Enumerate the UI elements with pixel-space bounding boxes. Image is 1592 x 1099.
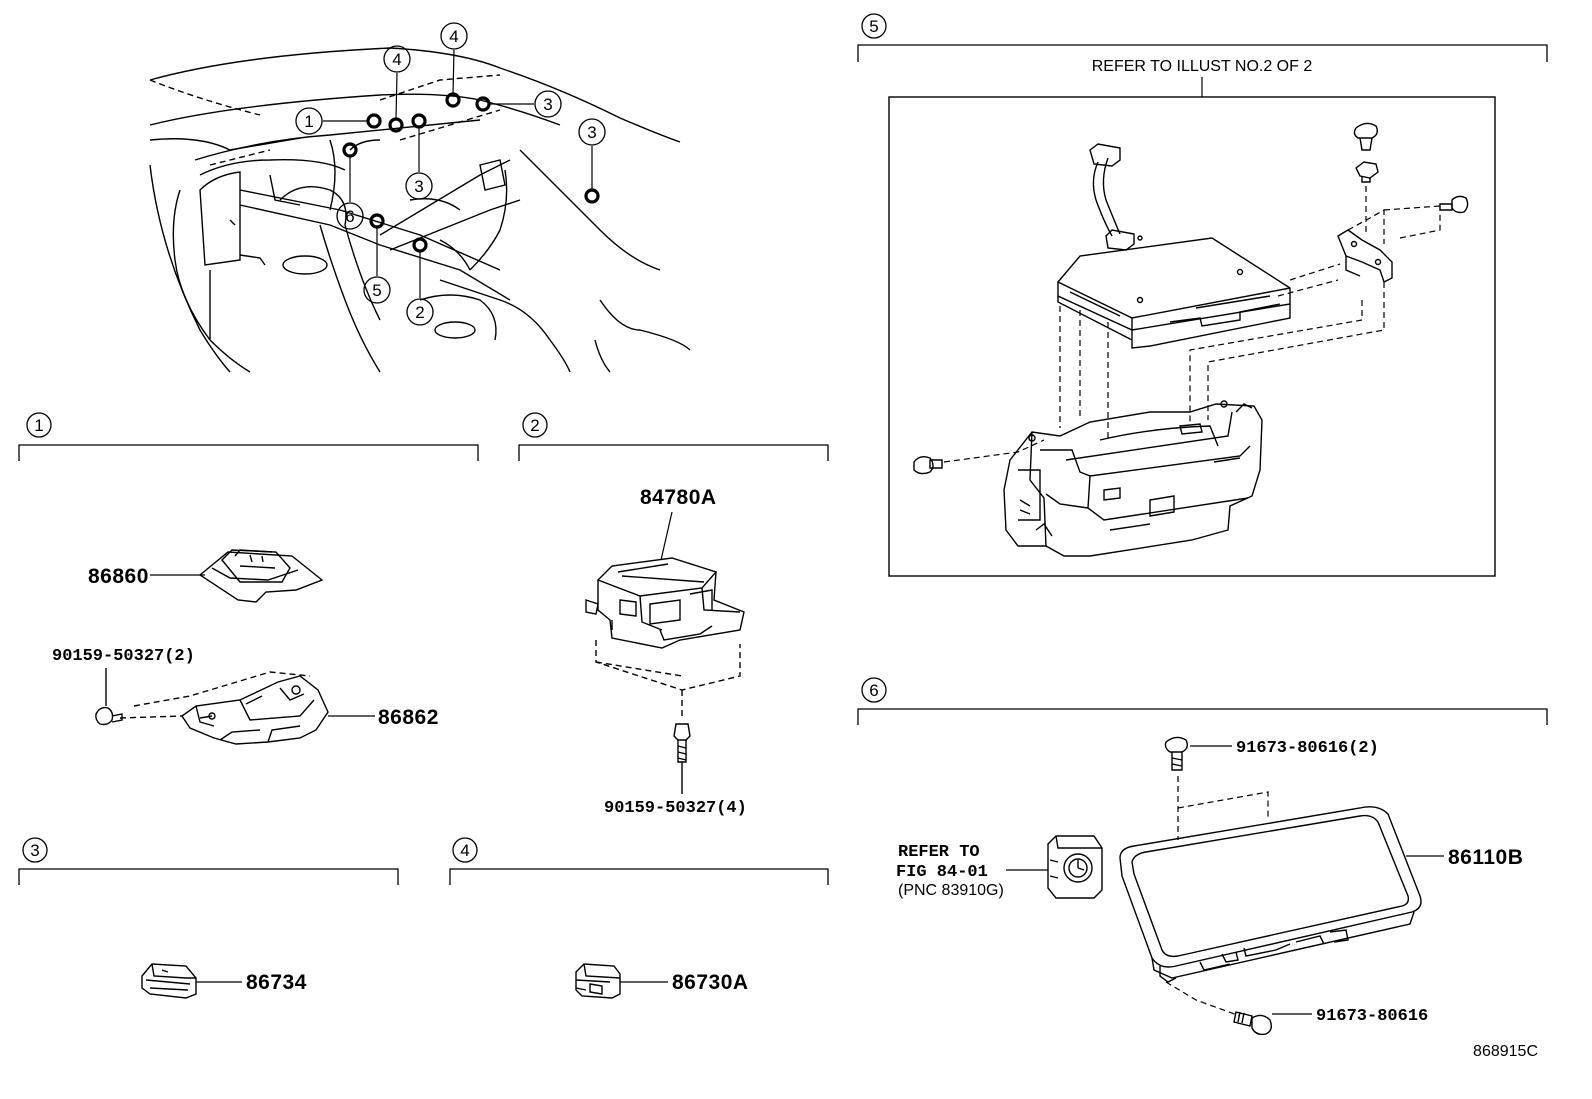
overview-callout-6: 6 [345,207,354,226]
section-brackets [18,44,1548,885]
part-number-86110B[interactable]: 86110B [1448,846,1523,869]
section-label-3: 3 [30,841,39,860]
part-number-90159-50327-4[interactable]: 90159-50327(4) [604,799,747,818]
overview-callout-circles [295,22,606,326]
part-86860-illustration [198,549,324,603]
overview-leaders [323,49,593,298]
screw-left-illustration [913,455,943,475]
part-number-91673-80616-2[interactable]: 91673-80616(2) [1236,739,1379,758]
part-number-86860[interactable]: 86860 [88,565,149,588]
overview-callout-4a: 4 [392,50,401,69]
overview-callout-1: 1 [304,112,313,131]
refer-fig-line2[interactable]: FIG 84-01 [896,863,988,882]
section-label-circles [22,13,887,863]
overview-callout-4b: 4 [449,27,458,46]
bolt-91673-80616-illustration [1233,1011,1273,1036]
section-label-6: 6 [869,681,878,700]
part-number-86734[interactable]: 86734 [246,971,307,994]
labels: 1 2 3 3 3 4 4 5 6 1 2 3 4 5 6 86860 9015… [30,17,1538,1060]
bolt-91673-80616-2-illustration [1164,736,1189,771]
overview-callout-2: 2 [415,303,424,322]
cable-illustration [1089,143,1135,251]
part-number-90159-50327-2[interactable]: 90159-50327(2) [52,647,195,666]
overview-callout-5: 5 [372,281,381,300]
part-86862-illustration [119,671,329,745]
bolt-90159-50327-4-illustration [673,723,691,794]
overview-markers [342,92,600,253]
screw-right-illustration [1439,195,1469,214]
bolt-90159-50327-2-illustration [95,668,123,726]
part-number-86730A[interactable]: 86730A [672,971,749,994]
section-label-1: 1 [34,416,43,435]
refer-fig-line3: (PNC 83910G) [898,882,1004,899]
head-unit-chassis-illustration [1003,400,1263,557]
part-number-91673-80616[interactable]: 91673-80616 [1316,1007,1428,1026]
ecu-module-illustration [1057,235,1291,349]
section-label-4: 4 [460,841,469,860]
overview-callout-3b: 3 [587,123,596,142]
dashboard-overview-illustration [149,47,691,373]
section-label-5: 5 [869,17,878,36]
section5-frame [888,96,1496,577]
part-number-84780A[interactable]: 84780A [640,486,717,509]
screw-top-illustration [1353,122,1379,183]
overview-callout-3c: 3 [414,177,423,196]
refer-fig-line1[interactable]: REFER TO [898,843,980,862]
overview-callout-3a: 3 [543,95,552,114]
clock-part-illustration [1047,835,1103,899]
meter-cluster-illustration [1119,806,1422,983]
bracket-illustration [1337,229,1393,283]
section-label-2: 2 [530,416,539,435]
part-number-86862[interactable]: 86862 [378,706,439,729]
section5-dashed-lines [943,186,1441,463]
refer-illust-note[interactable]: REFER TO ILLUST NO.2 OF 2 [1092,58,1313,75]
section6-dashed-lines [1165,776,1269,1017]
part-86730A-illustration [575,963,621,999]
part-86734-illustration [141,963,197,999]
part-84780A-illustration [585,557,745,720]
illustration-code: 868915C [1473,1043,1538,1060]
